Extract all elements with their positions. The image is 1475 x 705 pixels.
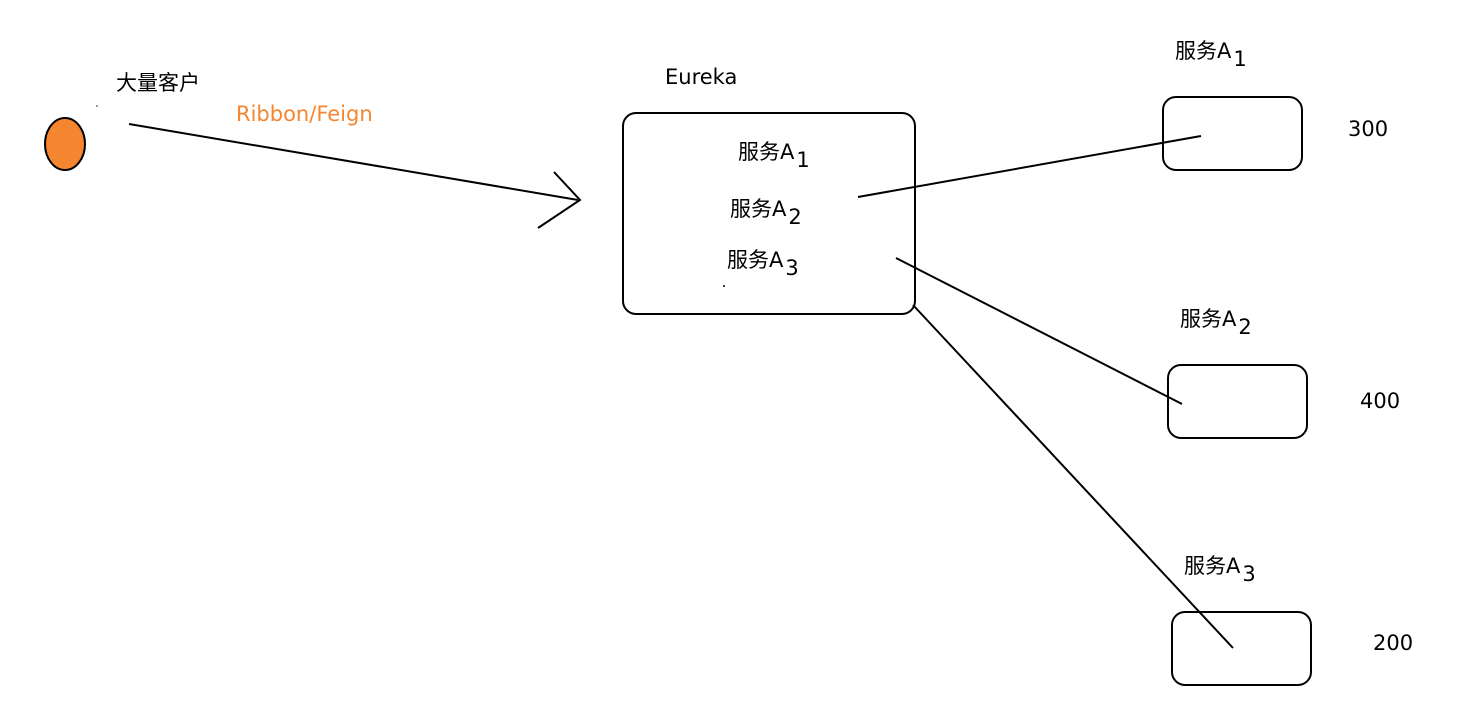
client-label: 大量客户 <box>116 71 200 95</box>
request-arrowhead <box>537 171 582 229</box>
instance-1-box <box>1162 96 1303 171</box>
instance-index: 3 <box>1242 562 1256 586</box>
instance-2-label: 服务A2 <box>1180 307 1252 338</box>
registry-entry-index: 3 <box>785 256 799 280</box>
instance-name: 服务A <box>1184 554 1241 578</box>
link-instance-2 <box>895 257 1183 405</box>
client-request-line <box>128 123 579 201</box>
registry-entry-name: 服务A <box>738 140 795 164</box>
registry-box <box>622 112 916 315</box>
instance-3-value: 200 <box>1373 631 1414 655</box>
registry-entry-1: 服务A1 <box>738 140 810 171</box>
registry-entry-index: 2 <box>788 205 802 229</box>
stray-dot <box>723 285 725 287</box>
instance-name: 服务A <box>1175 39 1232 63</box>
stray-dot <box>96 105 98 107</box>
registry-entry-index: 1 <box>796 148 810 172</box>
instance-2-value: 400 <box>1360 389 1401 413</box>
registry-title: Eureka <box>665 65 738 89</box>
instance-3-box <box>1171 611 1312 686</box>
link-instance-3 <box>912 304 1234 649</box>
instance-1-value: 300 <box>1348 117 1389 141</box>
registry-entry-2: 服务A2 <box>730 197 802 228</box>
client-node <box>44 117 86 171</box>
instance-index: 1 <box>1233 47 1247 71</box>
instance-3-label: 服务A3 <box>1184 554 1256 585</box>
instance-index: 2 <box>1238 315 1252 339</box>
protocol-label: Ribbon/Feign <box>236 102 373 126</box>
instance-1-label: 服务A1 <box>1175 39 1247 70</box>
instance-name: 服务A <box>1180 307 1237 331</box>
registry-entry-name: 服务A <box>730 197 787 221</box>
registry-entry-3: 服务A3 <box>727 248 799 279</box>
instance-2-box <box>1167 364 1308 439</box>
registry-entry-name: 服务A <box>727 248 784 272</box>
